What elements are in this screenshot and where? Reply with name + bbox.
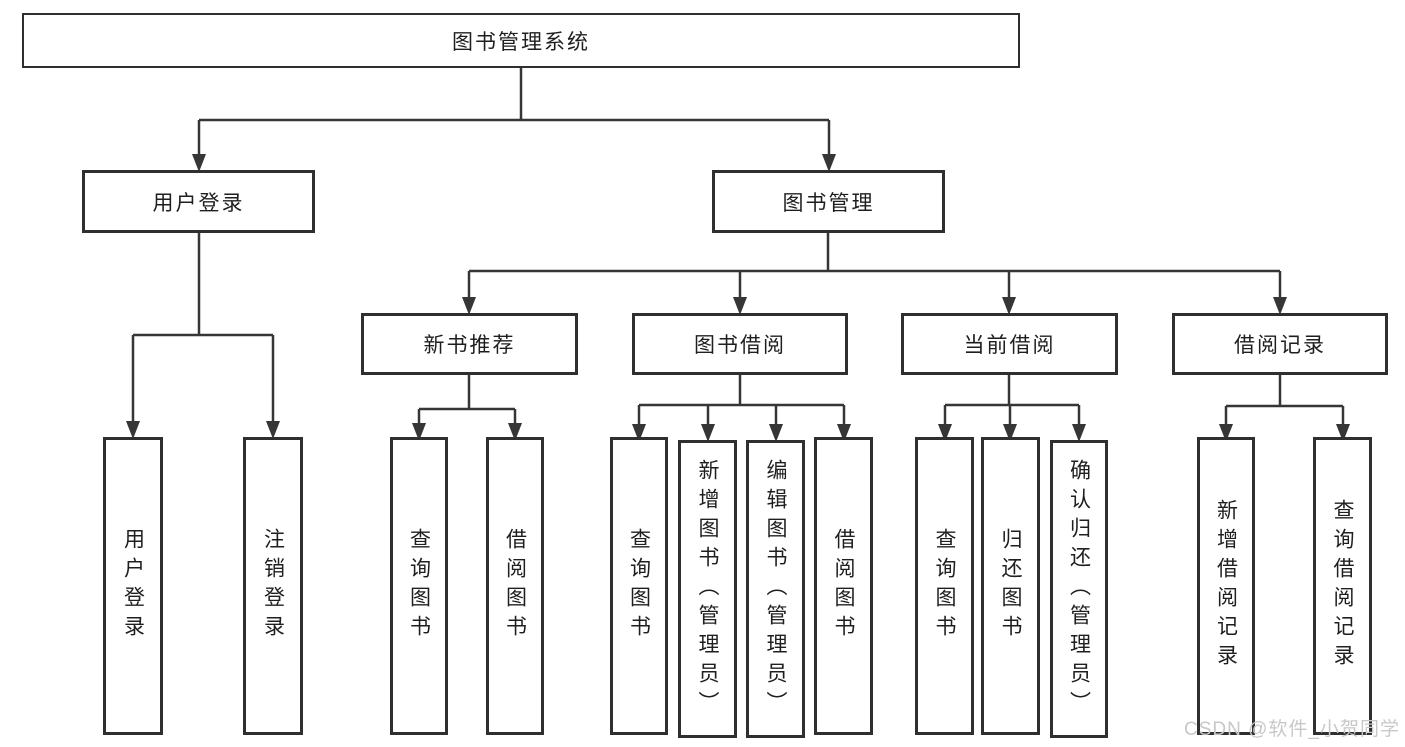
node-label: 查询图书 [627,528,651,644]
node-label: 用户登录 [121,528,145,644]
leaf-query-books-recommend: 查询图书 [390,437,448,735]
node-label: 确认归还（管理员） [1067,458,1091,720]
connector-book-management-to-level3 [462,233,1287,315]
connector-root-to-level2 [192,68,836,172]
node-label: 查询借阅记录 [1331,499,1354,673]
node-label: 查询图书 [933,528,956,644]
node-label: 注销登录 [261,528,285,644]
node-label: 用户登录 [152,191,245,215]
connector-borrowing-to-leaves [632,375,851,442]
node-label: 查询图书 [407,528,431,644]
node-label: 图书借阅 [694,334,786,357]
node-label: 图书管理 [782,191,875,215]
connector-current-to-leaves [938,375,1086,442]
node-label: 借阅图书 [832,528,855,644]
leaf-borrow-books-recommend: 借阅图书 [486,437,544,735]
node-label: 借阅记录 [1234,334,1326,357]
leaf-query-books-borrowing: 查询图书 [610,437,668,735]
leaf-add-borrow-record: 新增借阅记录 [1197,437,1255,735]
connector-recommendation-to-leaves [412,375,522,441]
node-book-borrowing: 图书借阅 [632,313,848,375]
node-book-management: 图书管理 [712,170,945,233]
node-user-login: 用户登录 [82,170,315,233]
node-label: 图书管理系统 [452,30,590,54]
node-label: 新书推荐 [423,334,516,357]
node-library-management-system: 图书管理系统 [22,13,1020,68]
node-borrowing-records: 借阅记录 [1172,313,1388,375]
connector-records-to-leaves [1219,375,1350,442]
node-label: 新增借阅记录 [1214,499,1238,673]
leaf-return-books: 归还图书 [981,437,1040,735]
leaf-logout-login: 注销登录 [243,437,303,735]
node-label: 当前借阅 [963,334,1056,357]
watermark-text: CSDN @软件_小贺同学 [1184,719,1400,740]
leaf-query-borrow-record: 查询借阅记录 [1313,437,1372,735]
node-label: 编辑图书（管理员） [764,458,787,720]
node-current-borrowing: 当前借阅 [901,313,1118,375]
node-label: 归还图书 [999,528,1022,644]
leaf-user-login: 用户登录 [103,437,163,735]
node-label: 新增图书（管理员） [696,458,719,720]
connector-user-login-to-leaves [126,233,280,439]
node-new-book-recommendation: 新书推荐 [361,313,578,375]
leaf-confirm-return-admin: 确认归还（管理员） [1050,440,1108,738]
leaf-query-books-current: 查询图书 [915,437,974,735]
leaf-add-books-admin: 新增图书（管理员） [678,440,737,738]
node-label: 借阅图书 [503,528,527,644]
leaf-borrow-books-borrowing: 借阅图书 [814,437,873,735]
leaf-edit-books-admin: 编辑图书（管理员） [746,440,805,738]
